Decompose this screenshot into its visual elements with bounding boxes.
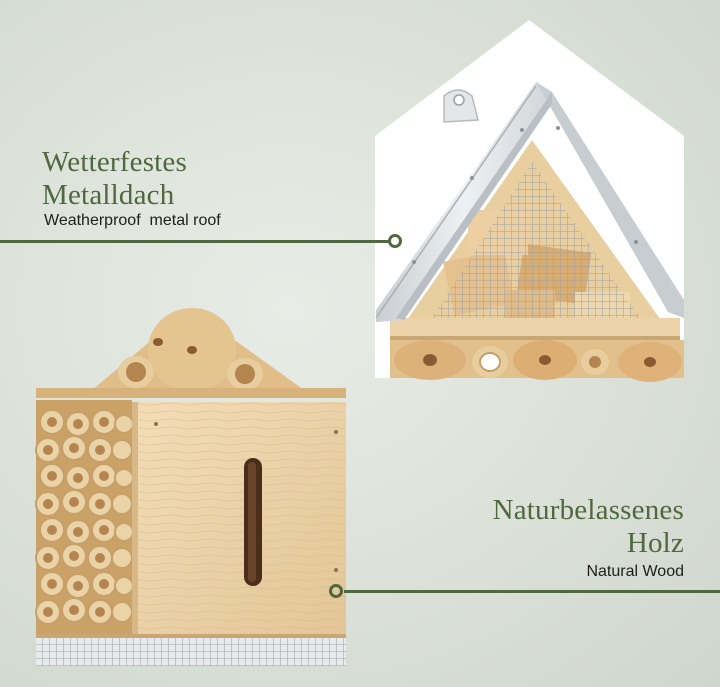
roof-connector-dot bbox=[388, 234, 402, 248]
roof-title-line2: Metalldach bbox=[42, 179, 175, 211]
roof-title-line1: Wetterfestes bbox=[42, 146, 187, 178]
bamboo-tubes-row bbox=[390, 340, 684, 382]
shelf-board bbox=[390, 318, 680, 340]
wood-title-line1: Naturbelassenes bbox=[492, 494, 684, 526]
hanging-hook bbox=[443, 89, 479, 123]
wood-connector-line bbox=[344, 590, 720, 593]
metal-roof-photo bbox=[375, 20, 684, 382]
wood-feature-title: Naturbelassenes Holz bbox=[493, 494, 684, 560]
roof-feature-subtitle: Weatherproof metal roof bbox=[44, 212, 221, 229]
wooden-house-photo bbox=[35, 308, 346, 666]
wire-mesh bbox=[432, 162, 640, 318]
bamboo-tubes-grid bbox=[35, 409, 134, 625]
roof-connector-line bbox=[0, 240, 389, 243]
wood-connector-dot bbox=[329, 584, 343, 598]
wood-feature-subtitle: Natural Wood bbox=[586, 563, 684, 580]
top-bamboo-cluster bbox=[92, 308, 304, 392]
metal-roof bbox=[375, 82, 684, 322]
wood-title-line2: Holz bbox=[626, 527, 684, 559]
roof-feature-title: Wetterfestes Metalldach bbox=[42, 146, 187, 212]
